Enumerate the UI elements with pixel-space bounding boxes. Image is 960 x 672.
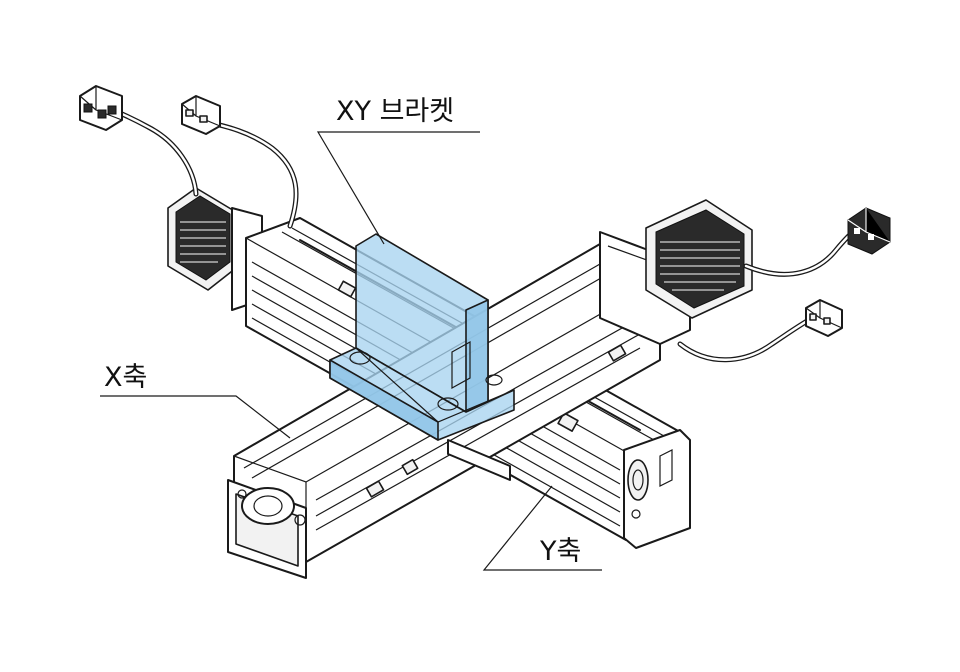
connector-y1 <box>79 85 123 131</box>
label-x-axis: X축 <box>104 362 147 393</box>
label-xy-bracket: XY 브라켓 <box>336 96 454 127</box>
xy-bracket <box>329 233 515 441</box>
callout-xy-bracket: XY 브라켓 <box>316 96 480 245</box>
connector-x2 <box>805 299 843 337</box>
callout-x-axis: X축 <box>100 362 291 439</box>
connector-y2 <box>181 95 221 135</box>
x-axis-end-cap <box>227 479 307 579</box>
y-axis-end-cap <box>623 429 691 549</box>
label-y-axis: Y축 <box>539 536 581 567</box>
x-axis-motor <box>645 199 753 319</box>
callout-y-axis: Y축 <box>482 485 602 571</box>
connector-x1 <box>847 207 891 255</box>
connectors <box>79 85 891 337</box>
y-axis-carriage-plate <box>447 439 511 481</box>
